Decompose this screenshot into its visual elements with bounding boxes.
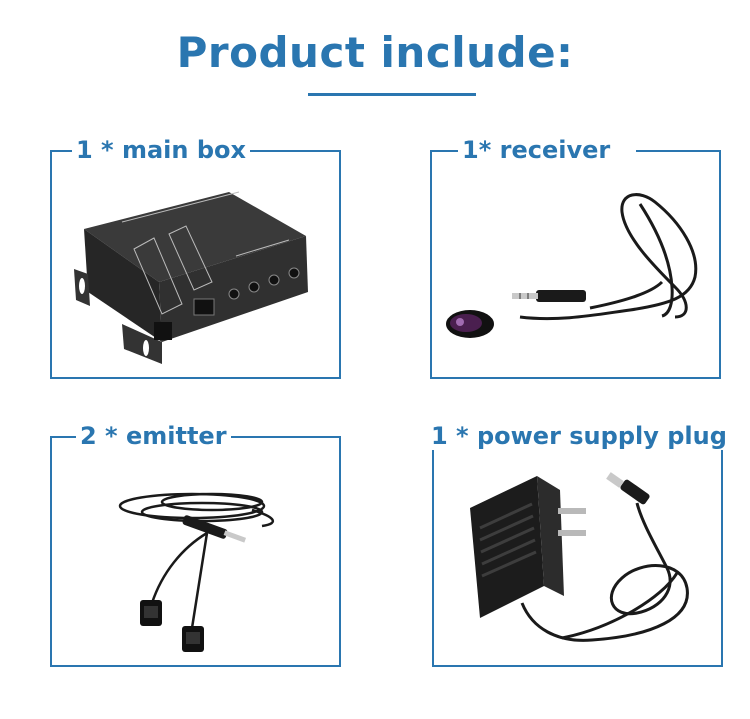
main-box-card (50, 150, 341, 379)
title-underline (308, 93, 476, 96)
main-box-photo (74, 191, 308, 364)
power-plug-card (432, 436, 723, 667)
page-title: Product include: (176, 28, 574, 77)
main-box-label: 1 * main box (72, 136, 250, 164)
receiver-card (430, 150, 721, 379)
power-plug-photo (470, 472, 689, 642)
emitter-photo (118, 492, 275, 652)
receiver-label: 1* receiver (458, 136, 637, 164)
receiver-photo (446, 193, 698, 338)
emitter-card (50, 436, 341, 667)
emitter-label: 2 * emitter (76, 422, 231, 450)
power-plug-label: 1 * power supply plug (431, 422, 729, 450)
